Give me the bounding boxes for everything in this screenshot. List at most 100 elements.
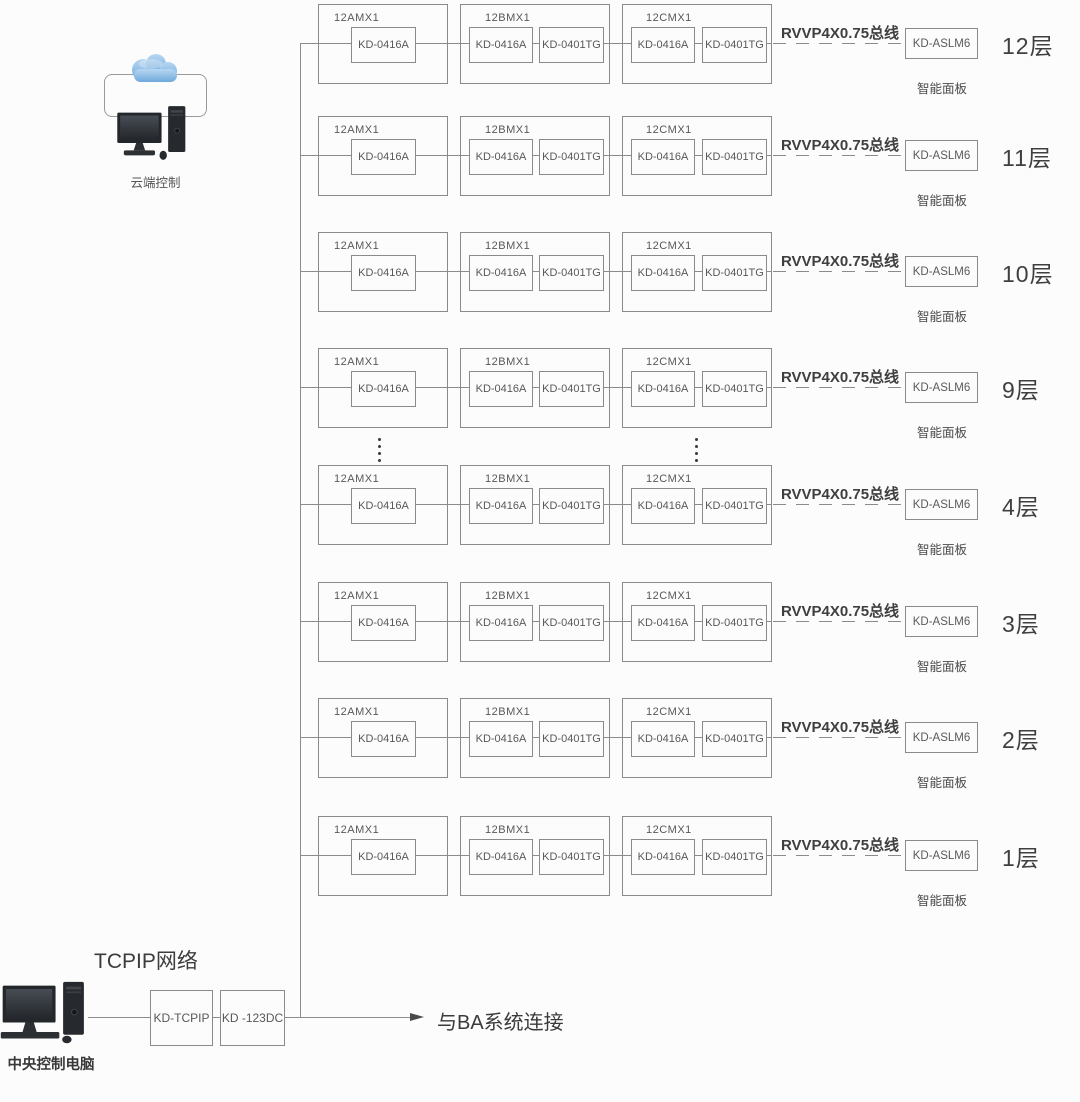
- module-box: KD-0416A: [631, 139, 695, 175]
- smart-panel-caption: 智能面板: [916, 82, 967, 96]
- module-box: KD-0401TG: [539, 721, 604, 757]
- module-box: KD-0401TG: [539, 139, 604, 175]
- module-box: KD-0416A: [469, 371, 533, 407]
- module-box: KD-0416A: [469, 255, 533, 291]
- row-bus-line: [300, 43, 772, 44]
- row-bus-line: [300, 504, 772, 505]
- arrow-right-icon: [410, 1013, 424, 1021]
- group-box-cmx: 12CMX1 KD-0416A KD-0401TG: [622, 4, 772, 84]
- group-name-label: 12AMX1: [334, 356, 380, 368]
- group-name-label: 12BMX1: [485, 824, 531, 836]
- group-name-label: 12BMX1: [485, 356, 531, 368]
- group-name-label: 12AMX1: [334, 240, 380, 252]
- module-box: KD-0401TG: [702, 721, 767, 757]
- row-dashed-bus-line: [773, 855, 905, 856]
- group-box-cmx: 12CMX1 KD-0416A KD-0401TG: [622, 232, 772, 312]
- ellipsis-dots-left: [378, 438, 381, 462]
- ba-system-link-label: 与BA系统连接: [437, 1012, 564, 1034]
- floor-number-label: 12层: [1002, 33, 1054, 59]
- module-box: KD-0416A: [469, 605, 533, 641]
- group-box-amx: 12AMX1 KD-0416A: [318, 348, 448, 428]
- ellipsis-dots-right: [695, 438, 698, 462]
- group-box-bmx: 12BMX1 KD-0416A KD-0401TG: [460, 116, 610, 196]
- smart-panel-box: KD-ASLM6: [905, 840, 978, 871]
- group-box-bmx: 12BMX1 KD-0416A KD-0401TG: [460, 4, 610, 84]
- group-name-label: 12BMX1: [485, 12, 531, 24]
- group-name-label: 12CMX1: [646, 124, 692, 136]
- group-name-label: 12AMX1: [334, 824, 380, 836]
- module-box: KD-0416A: [631, 488, 695, 524]
- group-name-label: 12CMX1: [646, 240, 692, 252]
- module-box: KD-0416A: [469, 488, 533, 524]
- group-box-amx: 12AMX1 KD-0416A: [318, 816, 448, 896]
- group-box-bmx: 12BMX1 KD-0416A KD-0401TG: [460, 348, 610, 428]
- group-box-amx: 12AMX1 KD-0416A: [318, 465, 448, 545]
- group-name-label: 12AMX1: [334, 12, 380, 24]
- module-box: KD-0416A: [469, 839, 533, 875]
- smart-panel-caption: 智能面板: [916, 660, 967, 674]
- floor-number-label: 2层: [1002, 727, 1040, 753]
- module-box: KD-0401TG: [539, 488, 604, 524]
- bus-type-label: RVVP4X0.75总线: [780, 253, 900, 270]
- module-box: KD-0401TG: [702, 839, 767, 875]
- row-dashed-bus-line: [773, 271, 905, 272]
- floor-row: 12AMX1 KD-0416A 12BMX1 KD-0416A KD-0401T…: [0, 348, 1080, 443]
- group-box-amx: 12AMX1 KD-0416A: [318, 698, 448, 778]
- group-box-amx: 12AMX1 KD-0416A: [318, 116, 448, 196]
- row-bus-line: [300, 621, 772, 622]
- cloud-computer-icon: [117, 106, 186, 160]
- bus-type-label: RVVP4X0.75总线: [780, 369, 900, 386]
- floor-row: 12AMX1 KD-0416A 12BMX1 KD-0416A KD-0401T…: [0, 116, 1080, 211]
- bus-type-label: RVVP4X0.75总线: [780, 837, 900, 854]
- row-dashed-bus-line: [773, 43, 905, 44]
- bus-type-label: RVVP4X0.75总线: [780, 486, 900, 503]
- cloud-icon: [132, 54, 177, 82]
- group-name-label: 12AMX1: [334, 473, 380, 485]
- group-name-label: 12CMX1: [646, 706, 692, 718]
- group-box-bmx: 12BMX1 KD-0416A KD-0401TG: [460, 816, 610, 896]
- smart-panel-caption: 智能面板: [916, 194, 967, 208]
- module-box: KD-0416A: [631, 721, 695, 757]
- group-box-cmx: 12CMX1 KD-0416A KD-0401TG: [622, 116, 772, 196]
- module-box: KD-0401TG: [539, 371, 604, 407]
- bus-type-label: RVVP4X0.75总线: [780, 137, 900, 154]
- module-box: KD-0401TG: [702, 605, 767, 641]
- bus-type-label: RVVP4X0.75总线: [780, 25, 900, 42]
- module-box: KD-0416A: [351, 839, 416, 875]
- group-box-bmx: 12BMX1 KD-0416A KD-0401TG: [460, 698, 610, 778]
- module-box: KD-0416A: [351, 605, 416, 641]
- module-box: KD-0401TG: [539, 27, 604, 63]
- floor-number-label: 11层: [1002, 145, 1052, 171]
- smart-panel-caption: 智能面板: [916, 310, 967, 324]
- central-computer-icon: [0, 981, 84, 1044]
- module-box: KD-0416A: [351, 139, 416, 175]
- module-box: KD-0416A: [631, 839, 695, 875]
- row-bus-line: [300, 155, 772, 156]
- floor-number-label: 10层: [1002, 261, 1054, 287]
- module-box: KD-0401TG: [539, 255, 604, 291]
- group-box-cmx: 12CMX1 KD-0416A KD-0401TG: [622, 698, 772, 778]
- smart-panel-caption: 智能面板: [916, 894, 967, 908]
- group-box-bmx: 12BMX1 KD-0416A KD-0401TG: [460, 232, 610, 312]
- group-name-label: 12AMX1: [334, 124, 380, 136]
- floor-row: 12AMX1 KD-0416A 12BMX1 KD-0416A KD-0401T…: [0, 816, 1080, 911]
- module-box: KD-0401TG: [702, 27, 767, 63]
- floor-number-label: 4层: [1002, 494, 1040, 520]
- row-dashed-bus-line: [773, 621, 905, 622]
- floor-number-label: 1层: [1002, 845, 1040, 871]
- module-box: KD-0401TG: [702, 139, 767, 175]
- smart-panel-box: KD-ASLM6: [905, 372, 978, 403]
- module-box: KD-0416A: [469, 721, 533, 757]
- module-box: KD-0416A: [469, 139, 533, 175]
- row-dashed-bus-line: [773, 737, 905, 738]
- row-bus-line: [300, 737, 772, 738]
- row-bus-line: [300, 387, 772, 388]
- smart-panel-box: KD-ASLM6: [905, 140, 978, 171]
- group-name-label: 12CMX1: [646, 590, 692, 602]
- bus-type-label: RVVP4X0.75总线: [780, 603, 900, 620]
- smart-panel-box: KD-ASLM6: [905, 722, 978, 753]
- group-name-label: 12CMX1: [646, 473, 692, 485]
- smart-panel-box: KD-ASLM6: [905, 256, 978, 287]
- kd-tcpip-module: KD-TCPIP: [150, 990, 213, 1046]
